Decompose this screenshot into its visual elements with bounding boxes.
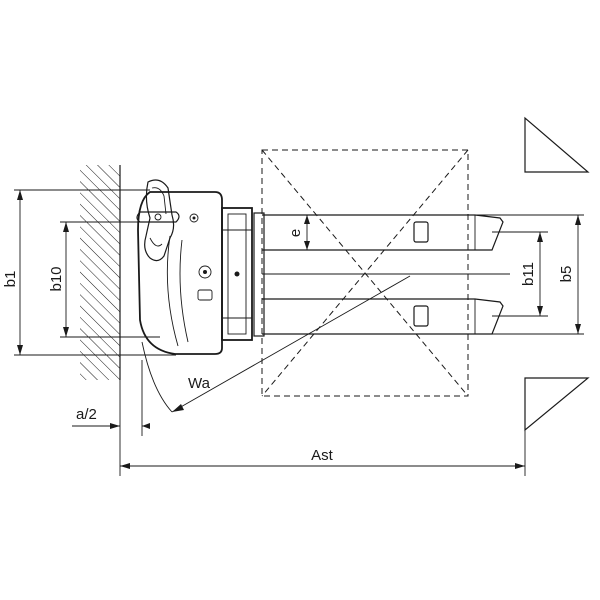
label-wa: Wa: [188, 375, 211, 392]
dimension-b10: [60, 221, 160, 338]
dimension-e: [304, 215, 310, 250]
dimension-ast: [120, 430, 526, 476]
upper-load-wheel: [413, 221, 429, 243]
label-b11: b11: [520, 262, 537, 286]
right-bottom-wall: [524, 377, 590, 432]
display-panel: [197, 289, 213, 301]
label-ast: Ast: [311, 447, 334, 464]
fork-carriage: [221, 207, 265, 341]
dimension-b5: [475, 214, 584, 335]
right-top-wall: [524, 116, 590, 173]
dimension-b11: [492, 231, 548, 317]
label-e: e: [287, 229, 304, 237]
emergency-button-icon: [189, 213, 199, 223]
tiller-handle: [136, 179, 180, 262]
lower-load-wheel: [413, 305, 429, 327]
dimension-b1: [14, 189, 176, 356]
left-wall: [80, 165, 121, 380]
key-switch-icon: [198, 265, 212, 279]
truck-body: [137, 191, 223, 355]
dimension-wa: [141, 275, 411, 413]
forks: [262, 214, 504, 335]
dimension-a2: [72, 360, 150, 476]
label-b1: b1: [2, 271, 19, 288]
label-b5: b5: [558, 266, 575, 283]
pallet-outline: [261, 149, 469, 397]
label-a2: a/2: [76, 406, 97, 423]
label-b10: b10: [48, 266, 65, 291]
